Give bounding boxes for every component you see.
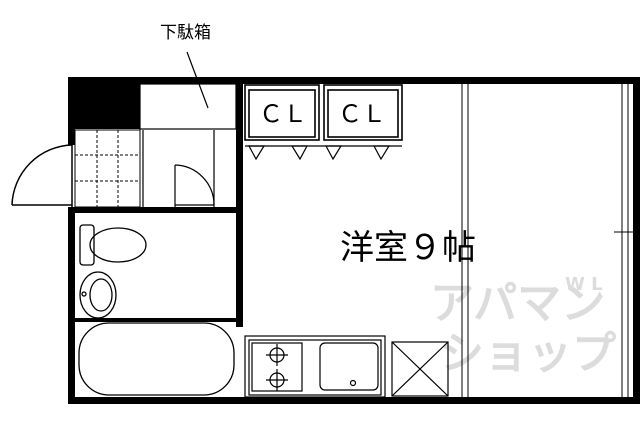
bathtub (78, 322, 235, 396)
entrance-tiles (74, 129, 141, 208)
closet-1 (244, 84, 320, 141)
wall-right (633, 77, 640, 404)
watermark-line1: アパマン (430, 278, 605, 329)
wall-bath-divider (68, 318, 243, 322)
shoe-box (139, 51, 237, 130)
wall-bottom (68, 397, 640, 404)
wall-left-lower (68, 207, 75, 404)
watermark-line2: ショップ (440, 328, 616, 379)
kitchen-counter (244, 335, 386, 398)
wall-room-left (236, 77, 243, 327)
wall-top (68, 77, 640, 84)
shoe-box-label: 下駄箱 (160, 23, 211, 43)
room-divider (461, 84, 469, 397)
stove (251, 342, 303, 392)
toilet (79, 224, 147, 266)
wall-bath-top (68, 207, 243, 213)
outer-walls (68, 77, 640, 404)
fridge-space (391, 341, 449, 397)
closet-2 (323, 84, 403, 141)
watermark: アパマン ショップ W L (430, 274, 616, 379)
closet-2-label: ＣＬ (338, 100, 386, 128)
window-right (614, 84, 634, 397)
closet-doors (245, 145, 402, 161)
dark-column (68, 77, 140, 129)
closet-1-label: ＣＬ (259, 100, 307, 128)
kitchen-sink (319, 342, 379, 391)
room-label: 洋室９帖 (340, 228, 476, 268)
toilet-door (142, 130, 215, 207)
wash-basin (79, 271, 117, 319)
watermark-mark: W L (565, 274, 603, 295)
entrance-door (11, 144, 73, 207)
